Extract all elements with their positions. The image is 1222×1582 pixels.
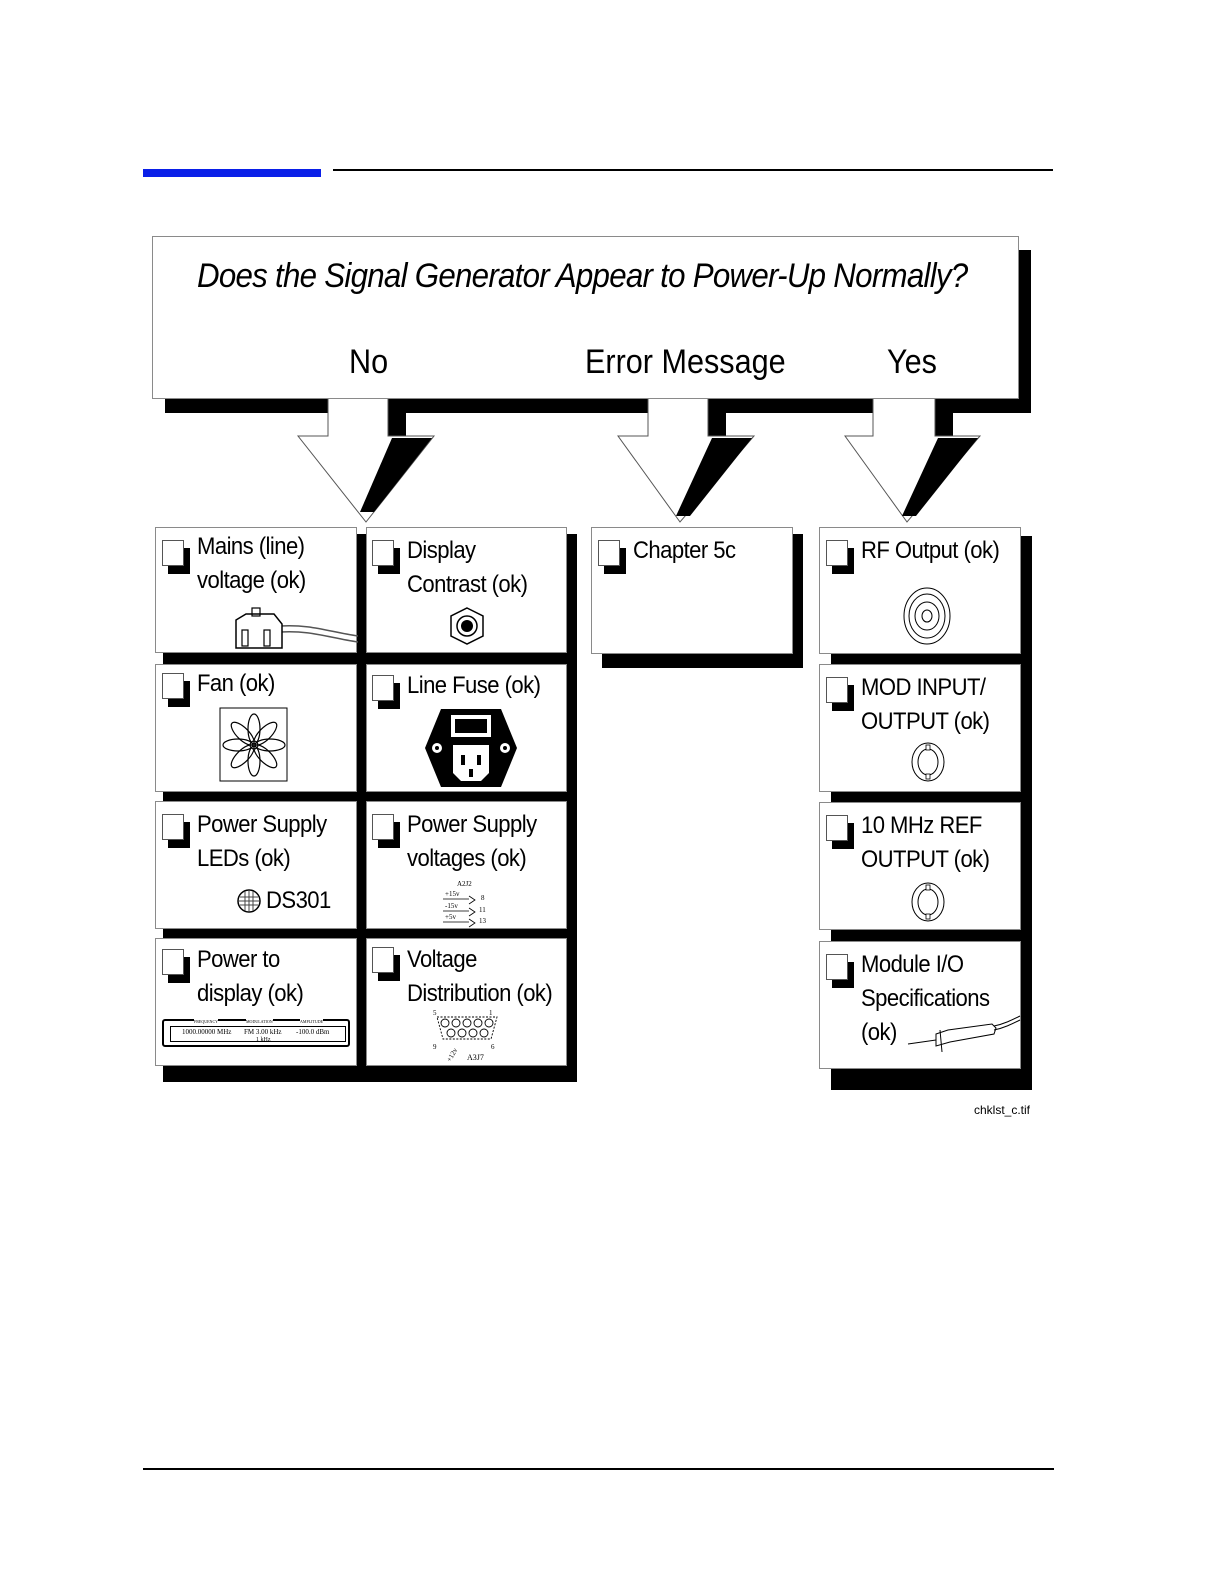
mod-label-1: MOD INPUT/ [861, 674, 986, 701]
contrast-knob-icon [450, 607, 484, 645]
led-icon [237, 889, 261, 913]
module-checkbox[interactable] [826, 954, 854, 988]
branch-yes-label: Yes [887, 343, 937, 381]
voltages-rail-1: +15v [445, 890, 460, 898]
voltages-label-1: Power Supply [407, 811, 537, 838]
footer-rule [143, 1468, 1054, 1470]
check-display-contrast: Display Contrast (ok) [366, 527, 567, 653]
check-ps-voltages: Power Supply voltages (ok) A2J2 +15v -15… [366, 801, 567, 929]
distribution-checkbox[interactable] [372, 947, 400, 981]
question-box: Does the Signal Generator Appear to Powe… [152, 236, 1019, 399]
leds-ref-label: DS301 [266, 887, 331, 914]
check-power-to-display: Power to display (ok) FREQUENCY MODULATI… [155, 938, 357, 1066]
header-accent-bar [143, 169, 321, 177]
voltages-pin-3: 13 [479, 917, 486, 925]
voltages-pin-1: 8 [481, 894, 485, 902]
fuse-holder-icon [425, 709, 517, 787]
header-rule [333, 169, 1053, 171]
check-module-io: Module I/O Specifications (ok) [819, 941, 1021, 1069]
ref-checkbox[interactable] [826, 815, 854, 849]
voltages-ref: A2J2 [457, 880, 472, 888]
check-10mhz-ref: 10 MHz REF OUTPUT (ok) [819, 802, 1021, 930]
check-fan: Fan (ok) [155, 664, 357, 792]
rf-label: RF Output (ok) [861, 537, 1000, 564]
display-field-2-value: FM 3.00 kHz [244, 1028, 282, 1036]
distribution-pin-6: 6 [491, 1043, 495, 1051]
mains-label-2: voltage (ok) [197, 567, 306, 594]
distribution-connector-diagram: 5 1 9 6 +12v A3J7 [431, 1009, 503, 1063]
chapter-label: Chapter 5c [633, 537, 736, 564]
display-field-3-value: -100.0 dBm [296, 1028, 330, 1036]
contrast-checkbox[interactable] [372, 540, 400, 574]
distribution-label-2: Distribution (ok) [407, 980, 553, 1007]
probe-icon [907, 1015, 1021, 1053]
module-label-2: Specifications [861, 985, 990, 1012]
check-mod-io: MOD INPUT/ OUTPUT (ok) [819, 664, 1021, 792]
mains-label-1: Mains (line) [197, 533, 305, 560]
contrast-label-1: Display [407, 537, 476, 564]
fuse-checkbox[interactable] [372, 675, 400, 709]
fan-checkbox[interactable] [162, 673, 190, 707]
check-ps-leds: Power Supply LEDs (ok) DS301 [155, 801, 357, 929]
display-field-2-label: MODULATION [246, 1019, 273, 1024]
check-rf-output: RF Output (ok) [819, 527, 1021, 654]
display-field-2-sub: 1 kHz [256, 1037, 271, 1043]
voltages-pin-diagram: A2J2 +15v -15v +5v 8 11 13 [443, 880, 503, 928]
mod-checkbox[interactable] [826, 677, 854, 711]
branch-error-label: Error Message [585, 343, 786, 381]
rf-checkbox[interactable] [826, 540, 854, 574]
branch-no-label: No [349, 343, 389, 381]
figure-id: chklst_c.tif [974, 1103, 1031, 1117]
display-checkbox[interactable] [162, 949, 190, 983]
mains-checkbox[interactable] [162, 540, 190, 574]
distribution-pin-1: 1 [489, 1009, 493, 1017]
distribution-label-1: Voltage [407, 946, 477, 973]
distribution-pin-9: 9 [433, 1043, 437, 1051]
display-label-2: display (ok) [197, 980, 304, 1007]
fan-icon [219, 707, 288, 782]
leds-label-1: Power Supply [197, 811, 327, 838]
ref-label-2: OUTPUT (ok) [861, 846, 990, 873]
leds-checkbox[interactable] [162, 814, 190, 848]
module-label-1: Module I/O [861, 951, 964, 978]
display-label-1: Power to [197, 946, 280, 973]
question-text: Does the Signal Generator Appear to Powe… [197, 257, 968, 295]
display-panel-icon: FREQUENCY MODULATION AMPLITUDE 1000.0000… [162, 1019, 350, 1047]
module-label-3: (ok) [861, 1019, 897, 1046]
check-line-fuse: Line Fuse (ok) [366, 664, 567, 792]
voltages-rail-2: -15v [445, 902, 458, 910]
display-field-3-label: AMPLITUDE [300, 1019, 324, 1024]
fuse-label: Line Fuse (ok) [407, 672, 541, 699]
power-plug-icon [235, 607, 358, 649]
display-field-1-label: FREQUENCY [194, 1019, 219, 1024]
distribution-pin-5: 5 [433, 1009, 437, 1017]
check-mains-voltage: Mains (line) voltage (ok) [155, 527, 358, 653]
voltages-rail-3: +5v [445, 913, 456, 921]
display-field-1-value: 1000.00000 MHz [182, 1028, 232, 1036]
mod-label-2: OUTPUT (ok) [861, 708, 990, 735]
leds-label-2: LEDs (ok) [197, 845, 291, 872]
bnc-connector-icon [911, 882, 945, 922]
voltages-checkbox[interactable] [372, 814, 400, 848]
fan-label: Fan (ok) [197, 670, 275, 697]
rf-connector-icon [903, 587, 951, 645]
contrast-label-2: Contrast (ok) [407, 571, 528, 598]
chapter-checkbox[interactable] [598, 540, 626, 574]
check-chapter-5c: Chapter 5c [591, 527, 793, 654]
voltages-pin-2: 11 [479, 906, 486, 914]
flow-connectors [165, 250, 1031, 523]
distribution-ref: A3J7 [467, 1053, 484, 1062]
bnc-connector-icon [911, 742, 945, 782]
voltages-label-2: voltages (ok) [407, 845, 527, 872]
check-voltage-distribution: Voltage Distribution (ok) 5 1 9 6 +12v A… [366, 938, 567, 1066]
ref-label-1: 10 MHz REF [861, 812, 982, 839]
